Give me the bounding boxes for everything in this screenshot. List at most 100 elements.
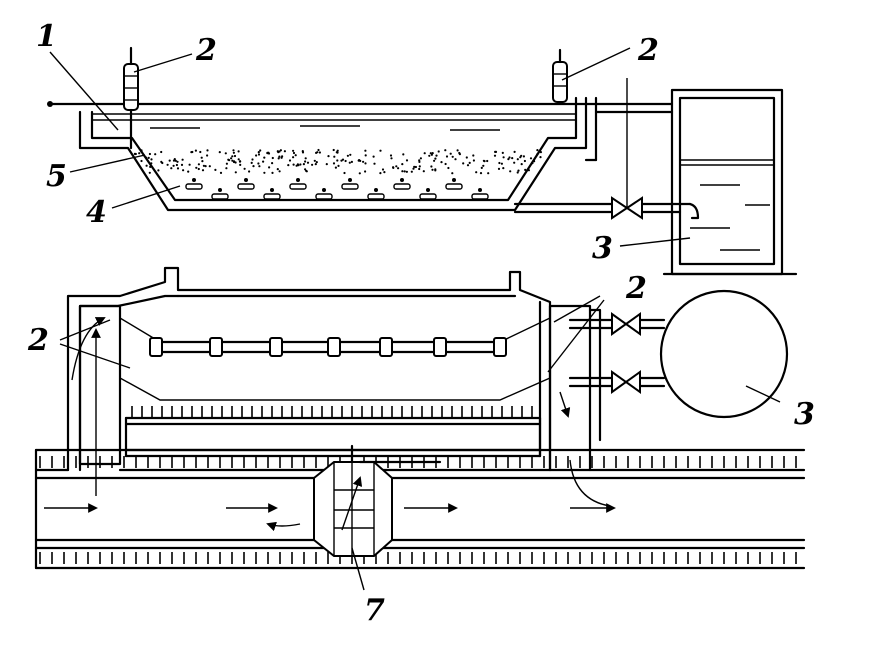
sand-dot <box>536 153 539 156</box>
pipe-dot <box>244 178 248 182</box>
sand-dot <box>405 159 409 162</box>
nozzle <box>379 337 393 357</box>
sand-dot <box>523 159 527 163</box>
sand-dot <box>447 166 450 170</box>
sand-dot <box>255 154 258 157</box>
sand-dot <box>225 167 228 170</box>
sand-dot <box>180 163 184 166</box>
sand-dot <box>397 167 400 170</box>
sand-dot <box>454 158 457 161</box>
sand-dot <box>381 168 385 171</box>
device-7 <box>313 444 442 557</box>
sand-dot <box>531 162 534 165</box>
sand-dot <box>166 163 169 166</box>
sand-dot <box>182 169 185 172</box>
sand-dot <box>218 151 221 154</box>
sand-dot <box>294 154 297 157</box>
nozzle <box>493 337 507 357</box>
sand-dot <box>138 152 141 155</box>
leader-lines-top <box>49 47 691 247</box>
sand-dot <box>445 155 449 158</box>
sand-dot <box>276 168 279 171</box>
main-channel <box>34 448 806 570</box>
sand-dot <box>343 171 346 175</box>
sand-dot <box>292 163 295 166</box>
sand-dot <box>257 151 260 154</box>
sand-dot <box>462 162 465 165</box>
sand-dot <box>395 165 398 168</box>
nozzle <box>209 337 223 357</box>
distribution-pipe-segment <box>289 183 307 190</box>
sand-dot <box>502 167 505 170</box>
sand-dot <box>201 160 204 163</box>
sand-dot <box>191 150 194 154</box>
sand-dot <box>277 157 280 160</box>
sand-dot <box>317 148 320 152</box>
nozzle-row <box>149 337 507 357</box>
label-5: 5 <box>46 159 67 194</box>
sand-dot <box>350 160 353 163</box>
sand-dot <box>268 166 271 169</box>
sand-dot <box>195 166 198 169</box>
sand-dot <box>252 165 255 168</box>
sand-dot <box>248 170 251 173</box>
sand-dot <box>199 150 202 154</box>
sand-dot <box>188 163 191 166</box>
sand-dot <box>364 154 367 157</box>
sand-dot <box>292 156 295 159</box>
sand-dot <box>414 165 417 169</box>
distribution-pipe-segment <box>367 193 385 200</box>
sand-dot <box>145 156 148 159</box>
sand-dot <box>257 153 261 156</box>
sand-dot <box>233 154 237 158</box>
sand-dot <box>315 161 318 164</box>
sand-dot <box>451 155 454 158</box>
sand-dot <box>516 158 519 161</box>
sand-dot <box>197 163 200 166</box>
distribution-pipe-segment <box>341 183 359 190</box>
nozzle <box>149 337 163 357</box>
sand-dot <box>465 156 468 159</box>
sand-dot <box>225 162 228 165</box>
sand-dot <box>316 151 319 154</box>
nozzle <box>327 337 341 357</box>
sand-dot <box>487 172 490 175</box>
sand-dot <box>379 172 382 175</box>
sand-dot <box>364 162 367 165</box>
sand-dot <box>480 166 483 169</box>
sand-dot <box>302 163 305 166</box>
sand-dot <box>170 167 173 170</box>
reservoir-circle <box>659 289 789 419</box>
sand-dot <box>148 152 151 156</box>
sand-dot <box>433 159 436 162</box>
sand-dot <box>271 156 274 160</box>
sand-dot <box>539 156 542 159</box>
sand-dot <box>500 162 503 165</box>
sand-dot <box>145 164 148 167</box>
sand-dot <box>412 167 415 170</box>
label-2-mid-left: 2 <box>27 323 49 358</box>
sand-dot <box>389 154 393 157</box>
hatch-row-channel-bottom <box>39 552 797 564</box>
sand-dot <box>449 152 452 155</box>
label-1: 1 <box>36 19 57 54</box>
sand-dot <box>362 160 365 163</box>
sand-dot <box>197 167 200 171</box>
sand-dot <box>201 169 205 172</box>
sand-dot <box>529 157 533 160</box>
sand-dot <box>306 161 310 164</box>
sand-dot <box>237 158 240 161</box>
distribution-pipe-segment <box>315 193 333 200</box>
sand-dot <box>482 164 485 167</box>
sand-dot <box>373 162 376 165</box>
sand-dot <box>263 171 266 174</box>
sand-dot <box>333 155 336 158</box>
sand-dot <box>187 170 190 173</box>
sand-dot <box>140 150 143 154</box>
nozzle <box>269 337 283 357</box>
sand-dot <box>250 161 253 164</box>
sand-dot <box>429 152 432 155</box>
sand-dot <box>403 170 406 173</box>
flow-arrows <box>44 317 616 532</box>
hatch-row-upper <box>131 406 533 418</box>
